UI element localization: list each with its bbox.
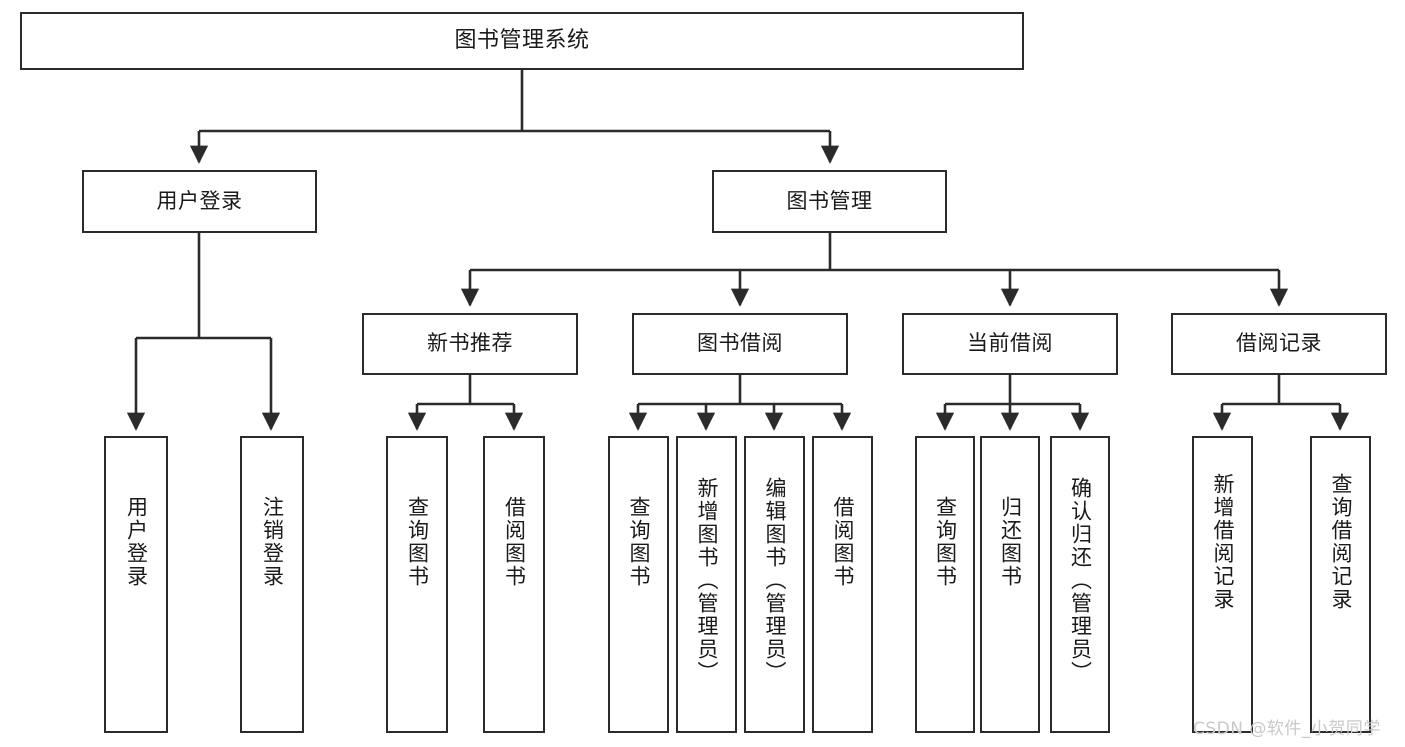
node-leaf-query-book-recommend[interactable]: 查询图书 <box>386 436 448 733</box>
node-label: 借阅记录 <box>1236 331 1322 356</box>
node-leaf-logout[interactable]: 注销登录 <box>240 436 304 733</box>
node-label: 归还图书 <box>998 496 1023 588</box>
node-label: 用户登录 <box>124 496 149 588</box>
node-label: 查询借阅记录 <box>1329 473 1353 611</box>
node-label: 借阅图书 <box>502 496 527 588</box>
node-leaf-edit-book-admin[interactable]: 编辑图书（管理员） <box>744 436 805 733</box>
node-leaf-add-book-admin[interactable]: 新增图书（管理员） <box>676 436 737 733</box>
node-label: 借阅图书 <box>831 496 855 588</box>
node-leaf-borrow-book[interactable]: 借阅图书 <box>812 436 873 733</box>
node-leaf-user-login[interactable]: 用户登录 <box>104 436 168 733</box>
node-user-login[interactable]: 用户登录 <box>82 170 317 233</box>
node-leaf-borrow-book-recommend[interactable]: 借阅图书 <box>483 436 545 733</box>
node-leaf-query-book-borrow[interactable]: 查询图书 <box>608 436 669 733</box>
node-label: 图书借阅 <box>697 331 783 356</box>
node-label: 用户登录 <box>156 188 243 213</box>
node-book-manage[interactable]: 图书管理 <box>712 170 947 233</box>
node-leaf-add-borrow-record[interactable]: 新增借阅记录 <box>1192 436 1253 733</box>
node-root-system[interactable]: 图书管理系统 <box>20 12 1024 70</box>
node-leaf-confirm-return-admin[interactable]: 确认归还（管理员） <box>1050 436 1110 733</box>
node-label: 注销登录 <box>260 496 285 588</box>
csdn-watermark: CSDN @软件_小贺同学 <box>1193 719 1381 739</box>
node-label: 图书管理 <box>786 188 873 213</box>
node-label: 新增借阅记录 <box>1211 473 1235 611</box>
node-label: 编辑图书（管理员） <box>763 477 787 684</box>
node-label: 查询图书 <box>933 496 958 588</box>
node-label: 确认归还（管理员） <box>1068 477 1093 684</box>
node-current-borrow[interactable]: 当前借阅 <box>902 313 1118 375</box>
node-leaf-query-book-current[interactable]: 查询图书 <box>915 436 975 733</box>
node-label: 新书推荐 <box>427 331 513 356</box>
node-book-borrow[interactable]: 图书借阅 <box>632 313 848 375</box>
node-leaf-return-book[interactable]: 归还图书 <box>980 436 1040 733</box>
node-label: 查询图书 <box>405 496 430 588</box>
node-label: 查询图书 <box>627 496 651 588</box>
node-leaf-query-borrow-record[interactable]: 查询借阅记录 <box>1310 436 1371 733</box>
node-new-book-recommend[interactable]: 新书推荐 <box>362 313 578 375</box>
node-label: 图书管理系统 <box>454 27 590 53</box>
node-label: 当前借阅 <box>967 331 1053 356</box>
node-label: 新增图书（管理员） <box>695 477 719 684</box>
node-borrow-record[interactable]: 借阅记录 <box>1171 313 1387 375</box>
